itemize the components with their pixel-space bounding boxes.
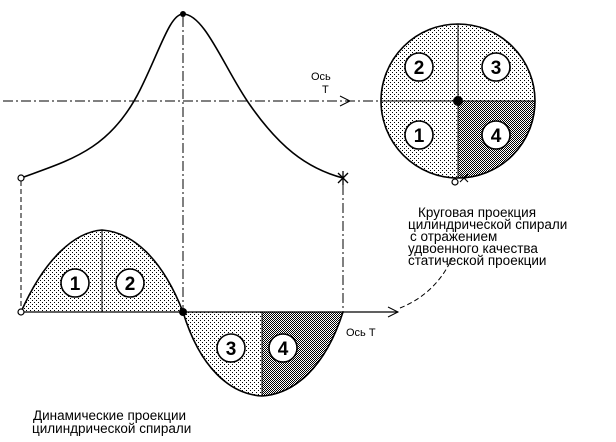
svg-text:1: 1 [70,274,81,295]
sine-center-marker [179,308,187,316]
dynamic-caption: Динамические проекции цилиндрической спи… [32,408,191,436]
svg-text:3: 3 [491,58,502,79]
sine-start-marker [17,308,25,316]
circular-caption-line-2: цилиндрической спирали [408,217,567,232]
bell-curve [20,13,344,179]
circle-badge-2: 2 [404,52,434,82]
bell-peak-marker [180,11,186,17]
lobe-badge-2: 2 [115,268,145,298]
bottom-axis-arrow [387,306,400,318]
circle-axis-label-line2: T [322,84,329,96]
circular-caption-line-4: удвоенного качества [408,241,538,256]
circle-badge-3: 3 [481,52,511,82]
svg-text:4: 4 [491,126,502,147]
lobe-badge-1: 1 [60,268,90,298]
circular-caption-line-5: статической проекции [408,253,546,268]
circular-caption-line-1: Круговая проекция [418,205,536,220]
dynamic-caption-line-1: Динамические проекции [33,408,186,423]
dynamic-caption-line-2: цилиндрической спирали [32,421,191,436]
svg-text:4: 4 [278,339,289,360]
circle-bottom-star [459,173,469,183]
circle-axis-arrow [339,95,352,107]
lobe-zone-1 [21,230,102,312]
bell-start-marker [17,174,25,182]
svg-text:1: 1 [414,126,425,147]
svg-text:2: 2 [414,58,425,79]
circle-center-marker [453,96,463,106]
lobe-badge-4: 4 [268,333,298,363]
lobe-zone-4 [262,312,343,396]
svg-text:3: 3 [226,339,237,360]
circular-caption-line-3: с отражением [410,229,497,244]
bottom-axis-label: Ось T [346,327,376,339]
circular-caption: Круговая проекция цилиндрической спирали… [408,205,567,268]
circle-axis-label-line1: Ось [311,71,331,83]
circle-bottom-marker [451,178,459,186]
lobe-badge-3: 3 [216,333,246,363]
bell-end-star [337,171,349,185]
lobe-zone-2 [102,230,183,312]
svg-text:2: 2 [125,274,136,295]
caption-leader-line [399,257,453,309]
circle-badge-1: 1 [404,120,434,150]
circle-badge-4: 4 [481,120,511,150]
